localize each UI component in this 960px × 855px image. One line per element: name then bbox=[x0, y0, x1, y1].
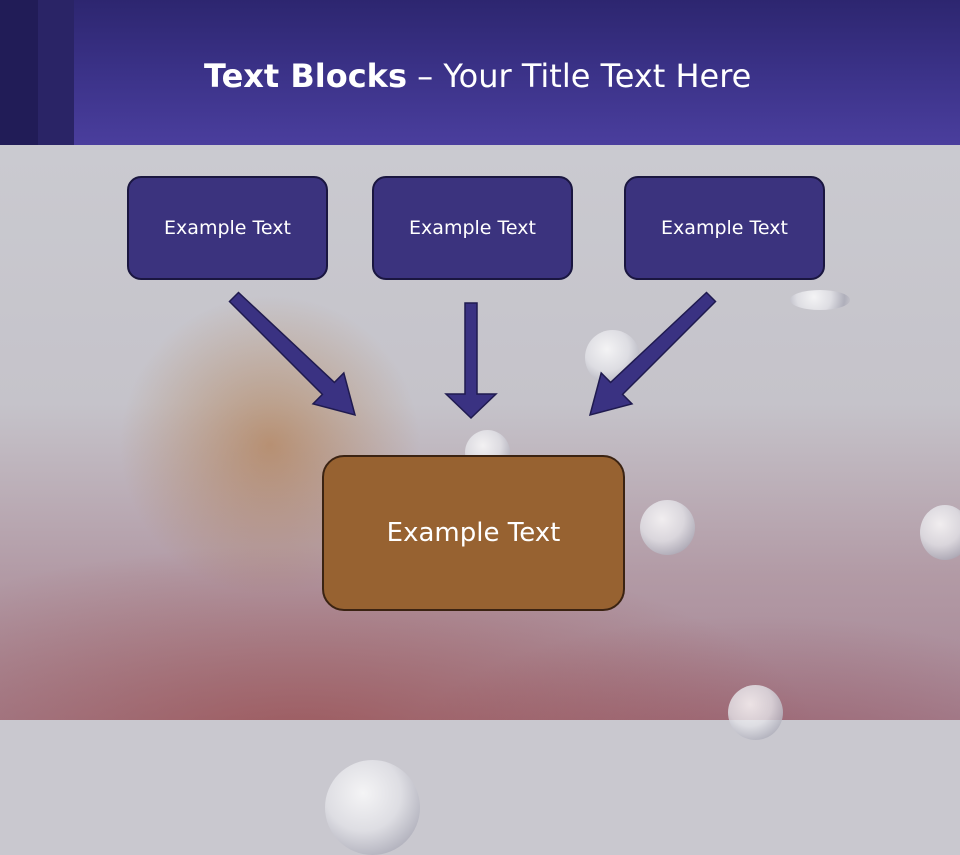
text-block-label: Example Text bbox=[164, 217, 291, 239]
arrow-down bbox=[444, 302, 498, 420]
header-accent-bar bbox=[38, 0, 74, 145]
slide-title: Text Blocks – Your Title Text Here bbox=[204, 56, 751, 96]
text-block-2[interactable]: Example Text bbox=[372, 176, 573, 280]
text-block-label: Example Text bbox=[661, 217, 788, 239]
result-text-block-label: Example Text bbox=[386, 518, 561, 548]
arrow-down-left bbox=[588, 291, 717, 417]
result-text-block[interactable]: Example Text bbox=[322, 455, 625, 611]
title-rest: – Your Title Text Here bbox=[407, 57, 752, 95]
text-block-label: Example Text bbox=[409, 217, 536, 239]
title-bar: Text Blocks – Your Title Text Here bbox=[0, 0, 960, 145]
text-block-1[interactable]: Example Text bbox=[127, 176, 328, 280]
title-bold: Text Blocks bbox=[204, 57, 407, 95]
header-accent-bar bbox=[0, 0, 38, 145]
text-block-3[interactable]: Example Text bbox=[624, 176, 825, 280]
cell-sphere bbox=[325, 760, 420, 855]
arrow-down-right bbox=[228, 291, 357, 417]
cell-sphere bbox=[920, 505, 960, 560]
cell-sphere bbox=[640, 500, 695, 555]
cell-sphere bbox=[790, 290, 850, 310]
arrows-layer bbox=[228, 291, 717, 420]
